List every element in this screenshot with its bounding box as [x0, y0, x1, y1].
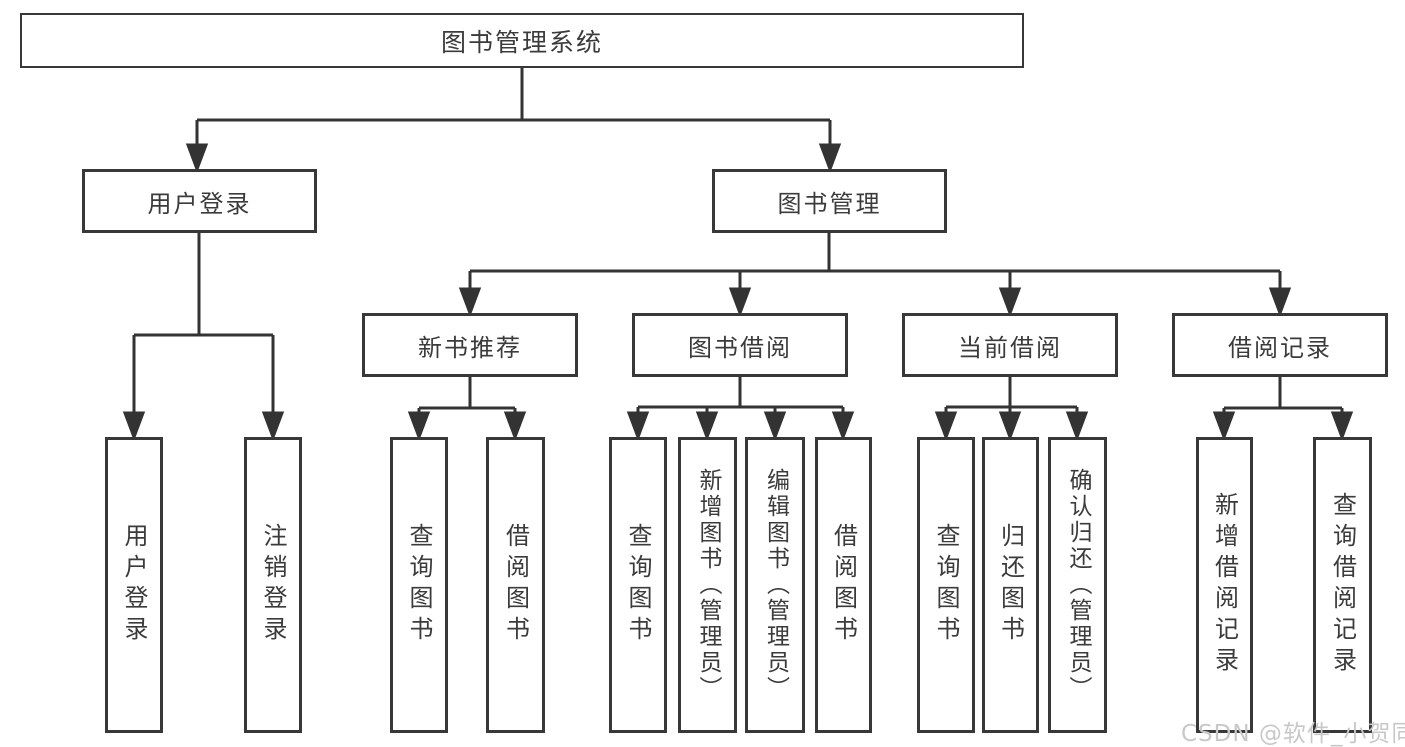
- leaf-add-borrow-record: 新增借阅记录: [1196, 437, 1253, 733]
- watermark-text: CSDN @软件_小贺同学: [1181, 721, 1405, 747]
- leaf-query-books-borrow-label: 查询图书: [624, 523, 652, 647]
- leaf-query-books-recommend: 查询图书: [390, 437, 448, 733]
- leaf-return-book: 归还图书: [982, 437, 1039, 733]
- leaf-edit-book-admin: 编辑图书（管理员）: [745, 437, 805, 733]
- leaf-borrow-books-recommend: 借阅图书: [486, 437, 545, 733]
- node-borrowing-records-label: 借阅记录: [1228, 333, 1332, 362]
- node-borrowing-records: 借阅记录: [1172, 313, 1388, 377]
- leaf-add-borrow-record-label: 新增借阅记录: [1210, 492, 1239, 678]
- leaf-query-borrow-record-label: 查询借阅记录: [1328, 492, 1357, 678]
- node-new-book-recommendation: 新书推荐: [362, 313, 578, 377]
- leaf-query-books-current: 查询图书: [917, 437, 975, 733]
- node-book-management: 图书管理: [712, 169, 947, 233]
- node-user-login: 用户登录: [82, 169, 317, 233]
- connector-root-to-level2: [185, 68, 842, 174]
- node-book-borrowing: 图书借阅: [632, 313, 848, 377]
- node-user-login-label: 用户登录: [147, 189, 252, 218]
- leaf-user-login-label: 用户登录: [120, 523, 148, 647]
- node-new-book-recommendation-label: 新书推荐: [418, 333, 522, 362]
- leaf-borrow-books-recommend-label: 借阅图书: [501, 523, 530, 647]
- leaf-borrow-books-borrow-label: 借阅图书: [829, 523, 858, 647]
- connector-borrowing-records-children: [1212, 377, 1354, 442]
- connector-user-login-children: [122, 233, 285, 442]
- node-book-management-label: 图书管理: [777, 189, 882, 218]
- leaf-borrow-books-borrow: 借阅图书: [815, 437, 872, 733]
- leaf-query-borrow-record: 查询借阅记录: [1313, 437, 1372, 733]
- leaf-logout-label: 注销登录: [259, 523, 287, 647]
- leaf-confirm-return-admin: 确认归还（管理员）: [1048, 437, 1107, 733]
- connector-book-borrowing-children: [626, 377, 855, 442]
- connector-book-management-children: [458, 233, 1292, 318]
- leaf-return-book-label: 归还图书: [996, 523, 1025, 647]
- node-current-borrowing: 当前借阅: [902, 313, 1118, 377]
- leaf-query-books-current-label: 查询图书: [932, 523, 960, 647]
- leaf-query-books-borrow: 查询图书: [609, 437, 667, 733]
- leaf-add-book-admin: 新增图书（管理员）: [678, 437, 737, 733]
- connector-current-borrowing-children: [934, 377, 1089, 442]
- node-root: 图书管理系统: [20, 13, 1024, 68]
- leaf-user-login: 用户登录: [105, 437, 163, 733]
- node-book-borrowing-label: 图书借阅: [688, 333, 792, 362]
- node-root-label: 图书管理系统: [440, 27, 603, 57]
- leaf-query-books-recommend-label: 查询图书: [405, 523, 433, 647]
- leaf-edit-book-admin-label: 编辑图书（管理员）: [762, 468, 789, 702]
- leaf-logout: 注销登录: [244, 437, 302, 733]
- leaf-confirm-return-admin-label: 确认归还（管理员）: [1065, 468, 1091, 702]
- connector-new-book-children: [407, 377, 527, 442]
- node-current-borrowing-label: 当前借阅: [958, 333, 1062, 362]
- leaf-add-book-admin-label: 新增图书（管理员）: [695, 468, 721, 702]
